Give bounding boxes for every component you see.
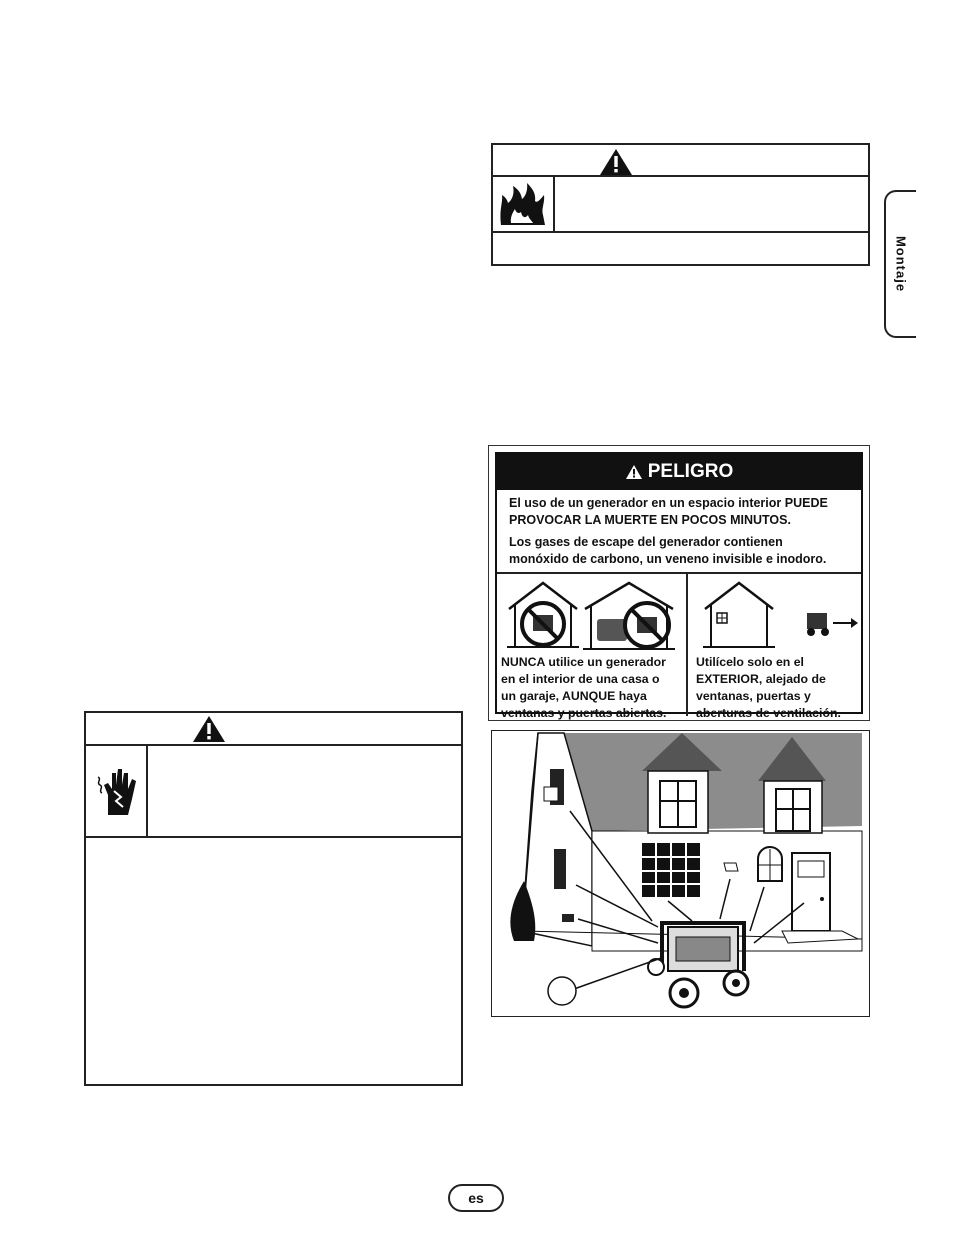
generator-outside-arrow-icon bbox=[807, 613, 858, 636]
warning-triangle-icon bbox=[600, 149, 632, 175]
danger-line-3: Los gases de escape del generador contie… bbox=[509, 535, 783, 549]
danger-line-1: El uso de un generador en un espacio int… bbox=[509, 496, 828, 510]
section-tab-label: Montaje bbox=[893, 235, 909, 293]
electric-shock-icon bbox=[97, 769, 136, 815]
section-tab[interactable]: Montaje bbox=[884, 190, 916, 338]
danger-sign: PELIGRO El uso de un generador en un esp… bbox=[488, 445, 870, 721]
house-generator-illustration bbox=[491, 730, 870, 1017]
house-no-generator-icon bbox=[507, 581, 579, 648]
warning-triangle-icon bbox=[193, 716, 225, 742]
danger-banner: PELIGRO bbox=[497, 454, 861, 490]
indoor-warning-text: NUNCA utilice un generador en el interio… bbox=[501, 655, 667, 720]
danger-title: PELIGRO bbox=[647, 461, 734, 482]
house-outdoor-icon bbox=[703, 581, 775, 648]
page-number: es bbox=[448, 1184, 504, 1212]
house-drawing bbox=[510, 732, 863, 1009]
outdoor-instruction-text: Utilícelo solo en el EXTERIOR, alejado d… bbox=[696, 655, 841, 720]
danger-line-2: PROVOCAR LA MUERTE EN POCOS MINUTOS. bbox=[509, 513, 791, 527]
shock-warning-box bbox=[84, 711, 463, 1086]
garage-no-generator-icon bbox=[583, 581, 675, 650]
fire-warning-box bbox=[491, 143, 870, 266]
fire-icon bbox=[500, 183, 545, 225]
generator-drawing bbox=[647, 921, 750, 1009]
danger-line-4: monóxido de carbono, un veneno invisible… bbox=[509, 552, 827, 566]
warning-triangle-icon bbox=[625, 465, 642, 479]
danger-sign-frame: PELIGRO El uso de un generador en un esp… bbox=[495, 452, 863, 720]
